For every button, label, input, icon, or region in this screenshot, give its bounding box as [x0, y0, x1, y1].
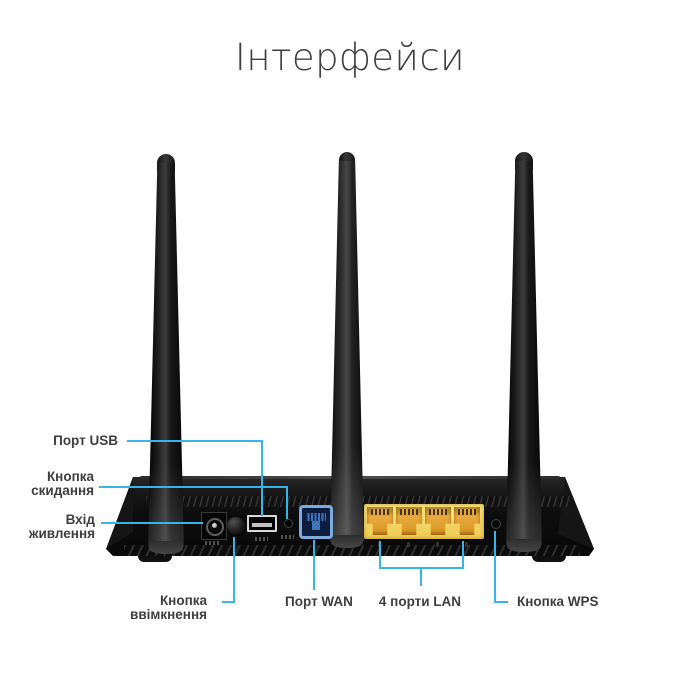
- label-power-button: Кнопка ввімкнення: [130, 594, 207, 622]
- lan-port-pins: [457, 509, 477, 515]
- usb-tongue: [252, 523, 272, 527]
- callout-line-power-in: [101, 522, 203, 524]
- callout-line-power-button-v: [233, 537, 235, 603]
- label-wan-port-text: Порт WAN: [285, 594, 353, 609]
- dc-power-icon: [205, 541, 220, 545]
- label-power-button-line2: ввімкнення: [130, 607, 207, 622]
- label-usb-port: Порт USB: [53, 434, 118, 448]
- callout-line-wan: [313, 540, 315, 590]
- lan-port-pins: [428, 509, 448, 515]
- lan-port-number-icon: [407, 542, 410, 547]
- antenna-base: [507, 539, 541, 552]
- label-power-input-line1: Вхід: [65, 512, 95, 527]
- callout-line-lan-left: [379, 541, 381, 569]
- label-wps-button: Кнопка WPS: [517, 595, 599, 609]
- label-usb-port-text: Порт USB: [53, 433, 118, 448]
- callout-line-reset-v: [286, 486, 288, 519]
- lan-port-3: [425, 507, 451, 535]
- label-power-input-line2: живлення: [28, 526, 95, 541]
- wps-button: [491, 519, 501, 529]
- usb-port: [247, 515, 277, 532]
- wan-port: [299, 505, 333, 539]
- label-reset-button: Кнопка скидання: [31, 470, 94, 498]
- lan-port-2: [396, 507, 422, 535]
- antenna-base: [149, 541, 183, 554]
- callout-line-lan-right: [462, 541, 464, 569]
- lan-port-number-icon: [436, 542, 439, 547]
- callout-line-reset-h: [99, 486, 288, 488]
- lan-port-1: [367, 507, 393, 535]
- callout-line-usb-h: [127, 440, 263, 442]
- antenna-center-icon: [330, 152, 364, 548]
- callout-line-usb-v: [261, 440, 263, 516]
- label-power-button-line1: Кнопка: [159, 593, 207, 608]
- label-wan-port: Порт WAN: [259, 595, 379, 609]
- callout-line-wps-v: [494, 531, 496, 603]
- power-input-jack: [201, 512, 227, 540]
- lan-port-pins: [370, 509, 390, 515]
- label-power-input: Вхід живлення: [29, 513, 95, 541]
- label-lan-ports: 4 порти LAN: [360, 595, 480, 609]
- antenna-left-icon: [148, 154, 184, 554]
- callout-line-wps-h: [494, 601, 508, 603]
- reset-icon: [281, 535, 294, 539]
- power-jack-ring: [206, 518, 224, 536]
- usb-icon: [255, 537, 268, 541]
- label-wps-button-text: Кнопка WPS: [517, 594, 599, 609]
- antenna-right-icon: [506, 152, 542, 552]
- wan-jack-tab: [312, 521, 320, 530]
- antenna-base: [331, 535, 363, 548]
- label-reset-line1: Кнопка: [46, 469, 94, 484]
- label-reset-line2: скидання: [31, 483, 94, 498]
- power-jack-pin: [212, 523, 217, 528]
- lan-port-block: [364, 504, 484, 539]
- page-title: Інтерфейси: [234, 36, 466, 79]
- vent-grille-bottom: [124, 545, 580, 556]
- router-foot-right: [532, 553, 566, 562]
- power-button: [227, 517, 245, 535]
- lan-port-number-icon: [465, 542, 468, 547]
- reset-button: [284, 519, 293, 528]
- lan-port-pins: [399, 509, 419, 515]
- router-foot-left: [138, 553, 172, 562]
- callout-line-lan-center: [420, 567, 422, 586]
- lan-port-4: [454, 507, 480, 535]
- wan-jack-pins: [306, 513, 326, 521]
- callout-line-power-button-h: [222, 601, 235, 603]
- label-lan-ports-text: 4 порти LAN: [378, 594, 462, 609]
